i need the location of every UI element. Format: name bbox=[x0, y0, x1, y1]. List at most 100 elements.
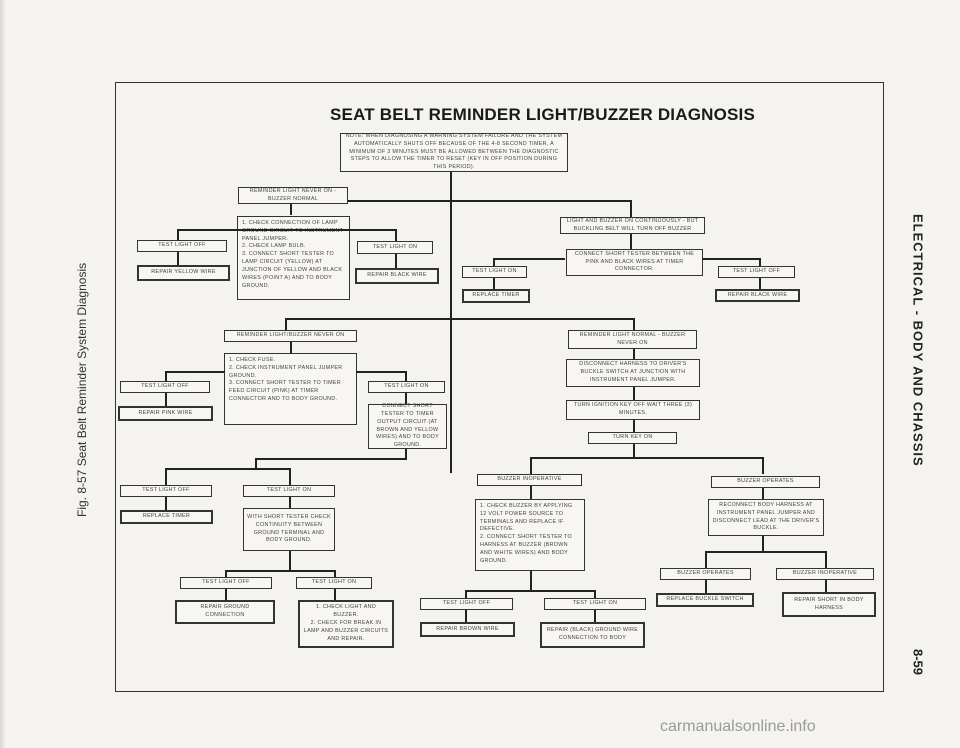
section4-operates-step: RECONNECT BODY HARNESS AT INSTRUMENT PAN… bbox=[708, 499, 824, 536]
section3-test-on: TEST LIGHT ON bbox=[368, 381, 445, 393]
connector bbox=[405, 371, 407, 381]
section4-inop-on-action: REPAIR (BLACK) GROUND WIRE CONNECTION TO… bbox=[540, 622, 645, 648]
section2-test-off: TEST LIGHT OFF bbox=[718, 266, 795, 278]
section4-step2: TURN IGNITION KEY OFF WAIT THREE (3) MIN… bbox=[566, 400, 700, 420]
section4-replace-buckle-switch: REPLACE BUCKLE SWITCH bbox=[656, 593, 754, 607]
section4-repair-body-harness: REPAIR SHORT IN BODY HARNESS bbox=[782, 592, 876, 617]
section3-checks: 1. CHECK FUSE. 2. CHECK INSTRUMENT PANEL… bbox=[224, 353, 357, 425]
connector bbox=[177, 229, 397, 231]
connector bbox=[225, 570, 336, 572]
connector bbox=[255, 458, 257, 468]
section3-on-check: CONNECT SHORT TESTER TO TIMER OUTPUT CIR… bbox=[368, 403, 447, 449]
connector bbox=[762, 457, 764, 474]
connector bbox=[633, 420, 635, 432]
section2-check: CONNECT SHORT TESTER BETWEEN THE PINK AN… bbox=[566, 249, 703, 276]
connector bbox=[493, 258, 495, 266]
diagram-title: SEAT BELT REMINDER LIGHT/BUZZER DIAGNOSI… bbox=[330, 105, 756, 124]
note-box: NOTE: WHEN DIAGNOSING A WARNING SYSTEM F… bbox=[340, 133, 568, 172]
connector bbox=[630, 234, 632, 249]
connector bbox=[405, 393, 407, 404]
connector bbox=[633, 318, 635, 330]
connector bbox=[289, 468, 291, 485]
connector bbox=[705, 580, 707, 593]
section2-on-action: REPLACE TIMER bbox=[462, 289, 530, 303]
connector bbox=[165, 468, 167, 485]
section3-sub-test-off: TEST LIGHT OFF bbox=[120, 485, 212, 497]
connector bbox=[530, 457, 532, 474]
connector bbox=[633, 444, 635, 457]
section4-buzzer-inoperative: BUZZER INOPERATIVE bbox=[477, 474, 582, 486]
connector bbox=[530, 457, 764, 459]
connector bbox=[177, 252, 179, 265]
section4-inop-test-off: TEST LIGHT OFF bbox=[420, 598, 513, 610]
connector bbox=[290, 342, 292, 353]
connector bbox=[395, 254, 397, 268]
section3-final-test-off: TEST LIGHT OFF bbox=[180, 577, 272, 589]
page-number: 8-59 bbox=[910, 648, 926, 676]
connector bbox=[465, 610, 467, 622]
connector bbox=[289, 497, 291, 508]
connector bbox=[493, 258, 565, 260]
connector bbox=[225, 589, 227, 600]
connector bbox=[594, 610, 596, 622]
connector bbox=[703, 258, 760, 260]
connector bbox=[762, 488, 764, 499]
section3-final-off-action: REPAIR GROUND CONNECTION bbox=[175, 600, 275, 624]
section3-sub-test-on: TEST LIGHT ON bbox=[243, 485, 335, 497]
connector bbox=[530, 571, 532, 590]
section2-test-on: TEST LIGHT ON bbox=[462, 266, 527, 278]
section3-final-test-on: TEST LIGHT ON bbox=[296, 577, 372, 589]
section4-buzzer-operates: BUZZER OPERATES bbox=[711, 476, 820, 488]
diagram-frame bbox=[115, 82, 884, 692]
section4-step1: DISCONNECT HARNESS TO DRIVER'S BUCKLE SW… bbox=[566, 359, 700, 387]
section4-inop-test-on: TEST LIGHT ON bbox=[544, 598, 646, 610]
figure-caption: Fig. 8-57 Seat Belt Reminder System Diag… bbox=[75, 262, 89, 518]
section2-header: LIGHT AND BUZZER ON CONTINUOUSLY - BUT B… bbox=[560, 217, 705, 234]
connector bbox=[395, 229, 397, 241]
connector bbox=[165, 393, 167, 406]
connector bbox=[825, 551, 827, 568]
section3-sub-on-check: WITH SHORT TESTER CHECK CONTINUITY BETWE… bbox=[243, 508, 335, 551]
connector bbox=[334, 570, 336, 577]
connector bbox=[762, 536, 764, 551]
connector bbox=[759, 278, 761, 289]
section3-sub-off-action: REPLACE TIMER bbox=[120, 510, 213, 524]
section4-buzzer-inoperative-2: BUZZER INOPERATIVE bbox=[776, 568, 874, 580]
connector bbox=[165, 468, 291, 470]
bus-line-1 bbox=[300, 200, 632, 202]
section3-final-on-action: 1. CHECK LIGHT AND BUZZER. 2. CHECK FOR … bbox=[298, 600, 394, 648]
connector bbox=[405, 449, 407, 458]
connector bbox=[630, 200, 632, 218]
section1-header: REMINDER LIGHT NEVER ON - BUZZER NORMAL bbox=[238, 187, 348, 204]
connector bbox=[465, 590, 467, 598]
section2-off-action: REPAIR BLACK WIRE bbox=[715, 289, 800, 302]
section1-off-action: REPAIR YELLOW WIRE bbox=[137, 265, 230, 281]
section4-inop-checks: 1. CHECK BUZZER BY APPLYING 12 VOLT POWE… bbox=[475, 499, 585, 571]
connector bbox=[493, 278, 495, 289]
section1-on-action: REPAIR BLACK WIRE bbox=[355, 268, 439, 284]
connector bbox=[334, 589, 336, 600]
page-edge-shadow bbox=[0, 0, 6, 748]
connector bbox=[225, 570, 227, 577]
connector bbox=[633, 349, 635, 359]
connector bbox=[177, 229, 179, 241]
connector bbox=[530, 486, 532, 499]
section4-step3: TURN KEY ON bbox=[588, 432, 677, 444]
connector bbox=[705, 551, 827, 553]
connector bbox=[633, 387, 635, 400]
connector bbox=[594, 590, 596, 598]
section-header: ELECTRICAL - BODY AND CHASSIS bbox=[910, 213, 926, 467]
watermark: carmanualsonline.info bbox=[660, 718, 816, 735]
section4-inop-off-action: REPAIR BROWN WIRE bbox=[420, 622, 515, 637]
connector bbox=[290, 204, 292, 215]
connector bbox=[759, 258, 761, 266]
section4-header: REMINDER LIGHT NORMAL - BUZZER NEVER ON bbox=[568, 330, 697, 349]
connector bbox=[705, 551, 707, 568]
section3-test-off: TEST LIGHT OFF bbox=[120, 381, 210, 393]
connector bbox=[356, 371, 407, 373]
connector bbox=[165, 497, 167, 510]
connector bbox=[285, 318, 287, 330]
section1-test-on: TEST LIGHT ON bbox=[357, 241, 433, 254]
connector bbox=[465, 590, 596, 592]
section4-buzzer-operates-2: BUZZER OPERATES bbox=[660, 568, 751, 580]
